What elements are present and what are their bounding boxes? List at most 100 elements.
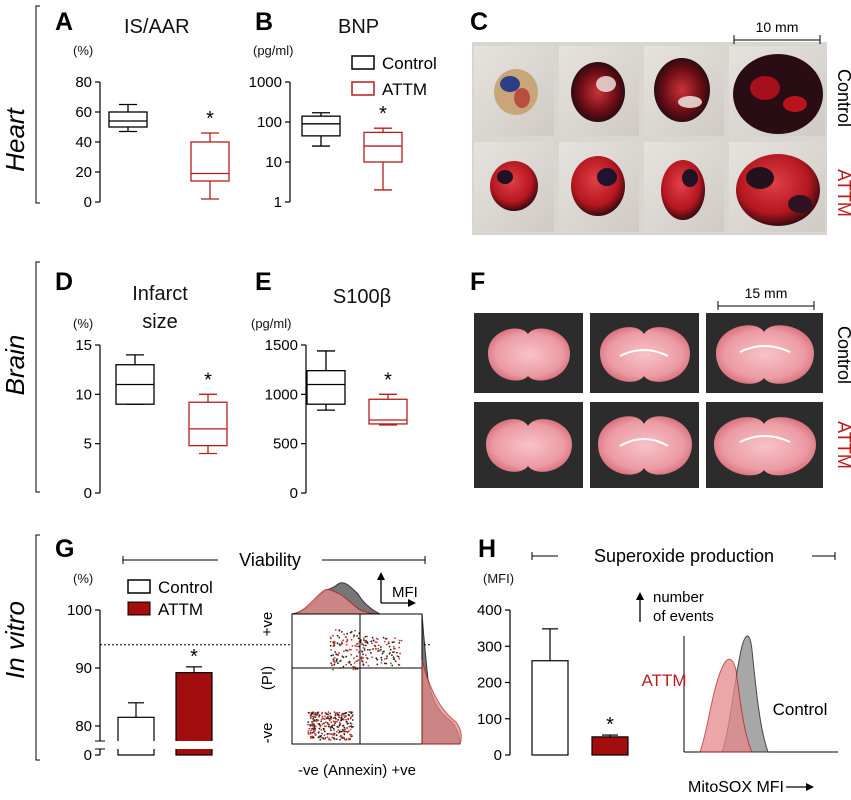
scatter-dot [348, 660, 351, 663]
scatter-dot [394, 647, 396, 650]
scatter-dot [347, 717, 350, 720]
scatter-dot [339, 730, 342, 733]
scatter-dot [334, 651, 337, 653]
scatter-dot [332, 645, 335, 648]
significance-star: * [190, 646, 198, 668]
row-heart: Heart [0, 5, 40, 204]
scatter-dot [317, 719, 320, 722]
scatter-dot [389, 651, 391, 654]
scatter-dot [366, 641, 369, 643]
scatter-dot [358, 645, 360, 648]
scatter-dot [318, 727, 321, 730]
legend-label-attm: ATTM [158, 600, 203, 619]
scatter-dot [400, 639, 403, 642]
scatter-dot [380, 662, 383, 664]
scatter-dot [320, 718, 323, 721]
legend-label-control: Control [158, 578, 213, 597]
heart-photos: 10 mm Control ATTM [472, 19, 851, 235]
scatter-dot [398, 658, 401, 660]
scatter-dot [370, 640, 373, 643]
scatter-dot [332, 727, 335, 730]
scatter-dot [332, 634, 334, 637]
scatter-dot [312, 718, 315, 721]
panel-letter-c: C [470, 8, 488, 36]
scatter-dot [393, 651, 396, 653]
scatter-dot [336, 730, 338, 733]
scatter-dot [398, 642, 401, 644]
scatter-dot [338, 629, 341, 631]
tick-label: 60 [75, 104, 92, 121]
legend-swatch-control [351, 55, 375, 70]
scatter-dot [330, 733, 333, 736]
scatter-dot [343, 714, 345, 717]
scatter-dot [384, 658, 386, 660]
box-attm [188, 393, 228, 455]
scatter-dot [308, 727, 311, 730]
box [108, 111, 148, 128]
tick-label: 40 [75, 134, 92, 151]
axis-break [92, 741, 232, 749]
photo-label-control: Control [834, 326, 851, 384]
scatter-dot [364, 654, 367, 656]
scatter-dot [392, 651, 394, 654]
scatter-dot [318, 714, 321, 716]
tick-label: 1000 [265, 386, 298, 403]
tick-label: 1500 [265, 337, 298, 354]
box-control [301, 112, 341, 147]
scatter-dot [336, 642, 339, 645]
scatter-dot [363, 639, 365, 641]
scatter-dot [330, 654, 333, 657]
scatter-dot [365, 656, 368, 659]
scatter-dot [362, 644, 365, 646]
scatter-dot [353, 662, 356, 664]
viability-header: Viability [239, 550, 301, 570]
scatter-dot [386, 655, 388, 658]
y-unit-g: (%) [73, 571, 93, 586]
bar [117, 716, 155, 756]
histogram-h: number of events ATTM Control MitoSOX MF… [636, 589, 838, 796]
tick-label: 200 [477, 675, 502, 692]
box-control [306, 350, 346, 411]
scatter-dot [313, 723, 316, 726]
scatter-dot [365, 639, 368, 642]
tick-label: 0 [494, 747, 502, 764]
events-label-line2: of events [653, 608, 714, 625]
row-brain: Brain [0, 261, 40, 493]
scatter-dot [328, 723, 331, 726]
heart-photo-row-attm [474, 142, 825, 232]
y-unit-b: (pg/ml) [253, 43, 293, 58]
scatter-dot [394, 660, 397, 663]
scatter-dot [356, 660, 358, 662]
scatter-dot [352, 635, 355, 638]
brain-slice [716, 325, 814, 384]
scatter-dot [354, 629, 356, 632]
scatter-dot [335, 734, 338, 737]
scatter-dot [338, 711, 341, 714]
axis-label-pi-neg: -ve [259, 723, 276, 744]
legend-g: Control ATTM [127, 578, 213, 619]
legend-swatch-attm [351, 81, 375, 96]
scatter-dot [334, 712, 337, 715]
scatter-dot [354, 666, 356, 668]
scatter-dot [309, 732, 312, 735]
scatter-dot [356, 635, 358, 637]
scale-label: 15 mm [745, 285, 788, 301]
photo-label-attm: ATTM [834, 169, 851, 217]
scatter-dot [389, 648, 392, 651]
scatter-dot [334, 629, 337, 631]
scatter-dot [335, 738, 338, 740]
scatter-dot [396, 651, 398, 654]
scatter-dot [329, 712, 332, 715]
scatter-dot [339, 659, 342, 662]
scatter-dot [352, 665, 355, 668]
scatter-dot [307, 730, 310, 732]
axis-label-mitosox: MitoSOX MFI [688, 779, 784, 796]
scatter-dot [343, 732, 345, 735]
scatter-dot [342, 656, 345, 659]
row-bracket [35, 534, 40, 761]
scatter-dot [341, 642, 343, 645]
tick-label: 100 [67, 602, 92, 619]
scatter-dot [333, 660, 336, 662]
scatter-dot [345, 655, 348, 658]
